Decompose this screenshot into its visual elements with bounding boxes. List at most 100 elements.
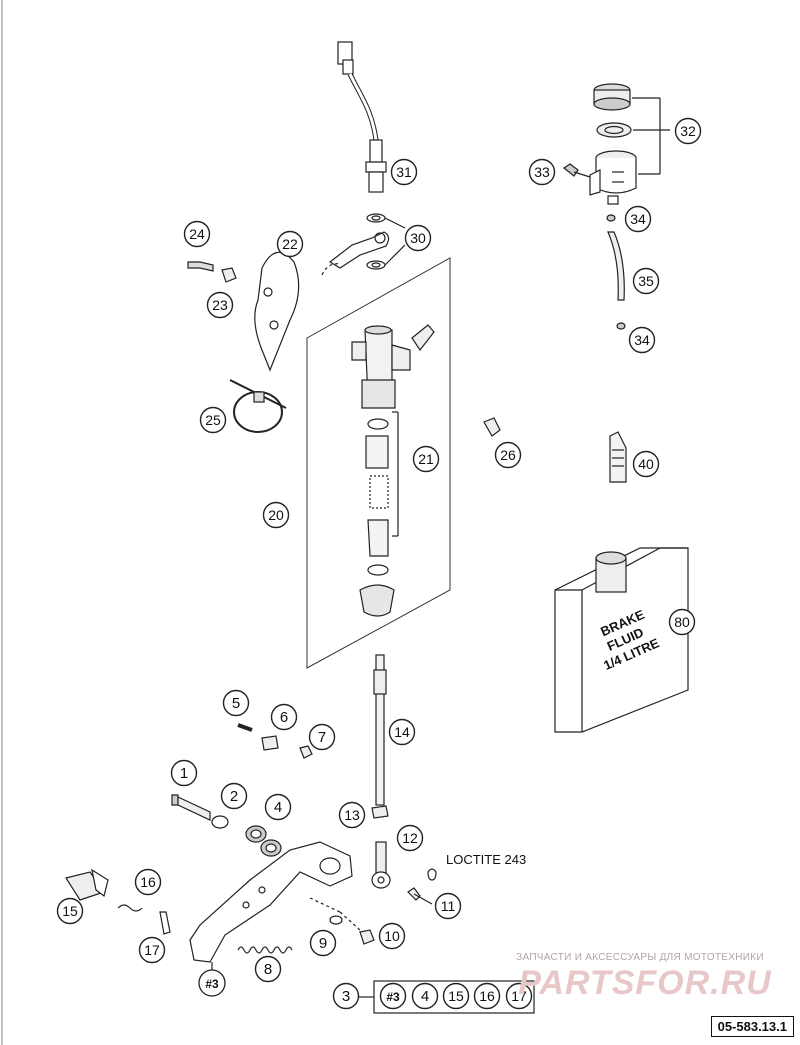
callout-number-c7: 7 xyxy=(318,729,326,746)
callout-circle-c12 xyxy=(396,824,424,852)
callout-circle-c11 xyxy=(434,892,462,920)
callout-circle-c32 xyxy=(674,117,702,145)
callout-number-c11: 11 xyxy=(441,898,456,914)
callout-number-c25: 25 xyxy=(205,412,221,428)
callout-circle-c9 xyxy=(309,929,337,957)
callout-circle-c13 xyxy=(338,801,366,829)
bolt-spacer-nut xyxy=(237,723,313,759)
push-rod xyxy=(371,654,389,819)
callout-number-c10: 10 xyxy=(384,928,400,944)
watermark-logo: PARTSFOR.RU xyxy=(518,964,772,1002)
callout-number-c3k: #3 xyxy=(386,990,400,1004)
callout-circle-c40 xyxy=(632,450,660,478)
callout-circle-c31 xyxy=(390,158,418,186)
callout-number-c34a: 34 xyxy=(630,211,646,227)
callout-number-c17: 17 xyxy=(144,942,160,958)
callout-number-c21: 21 xyxy=(418,451,434,467)
reservoir-hose xyxy=(606,214,626,330)
callout-circle-c23 xyxy=(206,291,234,319)
master-cylinder-kit-box xyxy=(306,257,451,669)
callout-number-c26: 26 xyxy=(500,447,516,463)
brake-pedal xyxy=(189,841,353,963)
callout-number-c14: 14 xyxy=(394,724,410,740)
return-spring xyxy=(237,946,293,954)
callout-circle-c17 xyxy=(138,936,166,964)
callout-number-c31: 31 xyxy=(396,164,412,180)
callout-number-c3: 3 xyxy=(342,988,350,1005)
pin xyxy=(159,911,171,935)
callout-circle-c8 xyxy=(254,955,282,983)
tag-3-label: #3 xyxy=(205,977,219,991)
callout-number-c13: 13 xyxy=(344,807,360,823)
rear-brake-master-cylinder xyxy=(351,324,435,617)
clevis xyxy=(371,841,391,889)
callout-number-c30: 30 xyxy=(410,230,426,246)
callout-circle-c3 xyxy=(332,982,360,1010)
callout-circle-c34a xyxy=(624,205,652,233)
callout-number-c9: 9 xyxy=(319,935,327,952)
callout-number-c80: 80 xyxy=(674,614,690,630)
callout-circle-c33 xyxy=(528,158,556,186)
callout-circle-c4 xyxy=(264,793,292,821)
torsion-spring xyxy=(117,904,143,912)
bolt xyxy=(407,887,433,905)
callout-circle-c30 xyxy=(404,224,432,252)
callout-number-c4k: 4 xyxy=(421,988,429,1005)
callout-circle-c25 xyxy=(199,406,227,434)
callout-circle-c22 xyxy=(276,230,304,258)
callout-circle-c35 xyxy=(632,267,660,295)
loctite-drop xyxy=(427,868,437,881)
callout-circle-c3k xyxy=(379,982,407,1010)
callout-number-c12: 12 xyxy=(402,830,418,846)
callout-circle-c10 xyxy=(378,922,406,950)
brake-fluid-reservoir xyxy=(562,83,637,205)
callout-circle-c4k xyxy=(411,982,439,1010)
callout-number-c32: 32 xyxy=(680,123,696,139)
callout-number-c16: 16 xyxy=(140,874,156,890)
brake-light-switch xyxy=(337,41,387,193)
callout-circle-c1 xyxy=(170,759,198,787)
callout-number-c8: 8 xyxy=(264,961,272,978)
callout-number-c2: 2 xyxy=(230,788,238,805)
callout-circle-c26 xyxy=(494,441,522,469)
callout-circle-c80 xyxy=(668,608,696,636)
callout-number-c5: 5 xyxy=(232,695,240,712)
callout-number-c20: 20 xyxy=(268,507,284,523)
callout-number-c15k: 15 xyxy=(448,988,464,1004)
pivot-bolt-and-bearings xyxy=(171,794,282,857)
callout-circle-c16 xyxy=(134,868,162,896)
callout-number-c35: 35 xyxy=(638,273,654,289)
callout-circle-c5 xyxy=(222,689,250,717)
callout-number-c1: 1 xyxy=(180,765,188,782)
callout-circle-c14 xyxy=(388,718,416,746)
callout-circle-c6 xyxy=(270,703,298,731)
callout-circle-c34b xyxy=(628,326,656,354)
callout-number-c24: 24 xyxy=(189,226,205,242)
watermark-tagline: ЗАПЧАСТИ И АКСЕССУАРЫ ДЛЯ МОТОТЕХНИКИ xyxy=(516,952,764,963)
callout-circle-c24 xyxy=(183,220,211,248)
loctite-note: LOCTITE 243 xyxy=(446,852,527,867)
callout-circle-c2 xyxy=(220,782,248,810)
washer xyxy=(329,915,343,925)
callout-circle-c17k xyxy=(505,982,533,1010)
heat-shield-group xyxy=(187,251,300,372)
pedal-tip xyxy=(65,868,109,901)
callout-number-c22: 22 xyxy=(282,236,298,252)
loctite-tube xyxy=(609,431,627,483)
callout-number-c33: 33 xyxy=(534,164,550,180)
callout-number-c23: 23 xyxy=(212,297,228,313)
callout-number-c40: 40 xyxy=(638,456,654,472)
callout-number-c16k: 16 xyxy=(479,988,495,1004)
reference-code: 05-583.13.1 xyxy=(710,1016,794,1037)
callout-circle-c20 xyxy=(262,501,290,529)
sealing-washers xyxy=(321,213,390,276)
cable-tie xyxy=(229,379,287,433)
callout-number-c15: 15 xyxy=(62,903,78,919)
lock-nut xyxy=(359,929,375,945)
callout-number-c34b: 34 xyxy=(634,332,650,348)
callout-circle-c7 xyxy=(308,723,336,751)
callout-number-c4: 4 xyxy=(274,799,282,816)
callout-circle-c16k xyxy=(473,982,501,1010)
nut xyxy=(483,417,501,437)
